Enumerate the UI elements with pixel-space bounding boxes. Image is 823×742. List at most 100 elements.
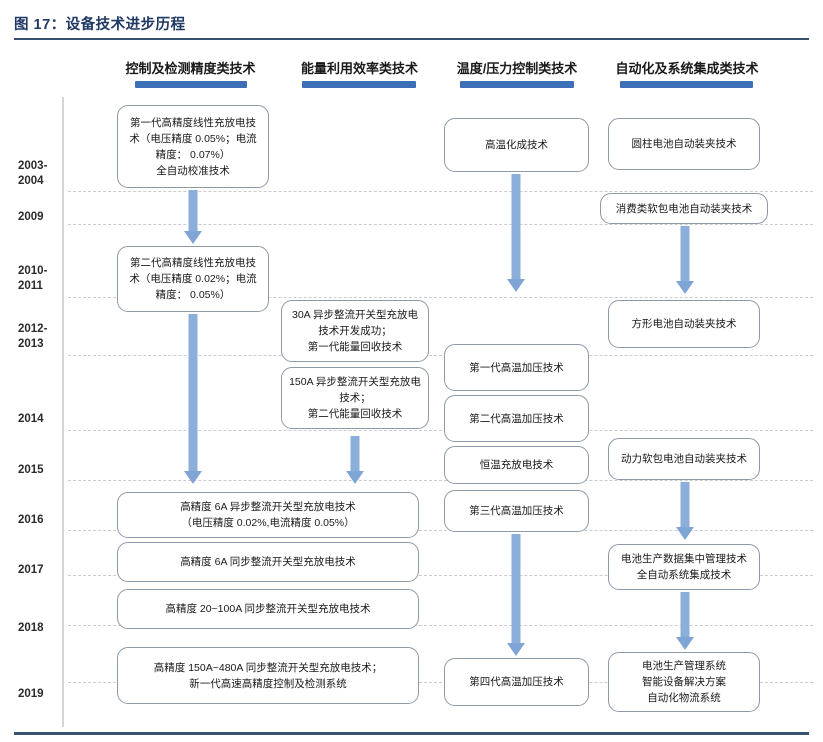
column-header-energy-efficiency: 能量利用效率类技术 [282,58,437,77]
node-line: 恒温充放电技术 [479,459,554,471]
column-header-temp-pressure: 温度/压力控制类技术 [437,58,597,77]
node-c4-prismatic-cell-auto-clamping[interactable]: 方形电池自动装夹技术 [608,300,760,348]
gridline [68,191,813,192]
node-c4-cylindrical-cell-auto-clamping[interactable]: 圆柱电池自动装夹技术 [608,118,760,170]
year-line: 2004 [18,175,44,187]
node-c1-gen2-linear-charge-discharge[interactable]: 第二代高精度线性充放电技 术（电压精度 0.02%；电流 精度： 0.05%） [117,246,269,312]
gridline [68,625,813,626]
node-line: 第二代能量回收技术 [307,408,403,420]
node-c4-consumer-pouch-cell-auto-clamping[interactable]: 消费类软包电池自动装夹技术 [600,193,768,224]
column-header-automation: 自动化及系统集成类技术 [592,58,782,77]
year-line: 2013 [18,338,44,350]
node-line: 术（电压精度 0.05%；电流 [129,132,257,145]
node-line: 第二代高精度线性充放电技 [130,257,256,269]
node-c1-6a-sync-rectifier[interactable]: 高精度 6A 同步整流开关型充放电技术 [117,542,419,582]
node-line: 第四代高温加压技术 [469,676,564,688]
year-label-2017: 2017 [18,563,62,578]
node-line: 新一代高速高精度控制及检测系统 [189,677,347,690]
node-c3-constant-temp-charge-discharge[interactable]: 恒温充放电技术 [444,446,589,484]
node-line: 电池生产数据集中管理技术 [621,553,747,565]
gridline [68,355,813,356]
year-line: 2009 [18,211,44,223]
bottom-divider [14,732,809,735]
timeline-axis [62,97,64,727]
node-c3-high-temp-formation[interactable]: 高温化成技术 [444,118,589,172]
year-label-2014: 2014 [18,412,62,427]
column-header-bar-temp-pressure [460,81,574,88]
node-line: 30A 异步整流开关型充放电 [291,309,419,321]
year-line: 2015 [18,464,44,476]
node-line: 消费类软包电池自动装夹技术 [615,202,753,215]
arrow-c2-to-column1 [346,436,364,484]
node-line: 第三代高温加压技术 [469,505,564,517]
column-header-label: 温度/压力控制类技术 [456,61,578,76]
arrow-c1-gen1-to-gen2 [184,190,202,244]
node-line: 精度： 0.07%） [155,148,231,161]
node-c1-gen1-linear-charge-discharge[interactable]: 第一代高精度线性充放电技 术（电压精度 0.05%；电流 精度： 0.07%） … [117,105,269,188]
node-c2-30a-async-energy-recovery[interactable]: 30A 异步整流开关型充放电 技术开发成功； 第一代能量回收技术 [281,300,429,362]
page-title: 图 17：设备技术进步历程 [14,17,186,33]
year-line: 2010- [18,265,48,277]
arrow-c3-formation-to-gen1-pressure [507,174,525,292]
column-header-control-precision: 控制及检测精度类技术 [108,58,273,77]
year-label-2015: 2015 [18,463,62,478]
arrow-c1-gen2-to-6a-async [184,314,202,484]
node-line: 电池生产管理系统 [642,660,726,672]
node-line: 技术开发成功； [318,325,392,337]
node-line: 高精度 20~100A 同步整流开关型充放电技术 [165,603,371,615]
node-c4-data-centralized-management[interactable]: 电池生产数据集中管理技术 全自动系统集成技术 [608,544,760,590]
gridline [68,224,813,225]
node-c3-gen1-high-temp-pressure[interactable]: 第一代高温加压技术 [444,344,589,391]
title-divider [14,38,809,40]
year-label-2019: 2019 [18,687,62,702]
node-line: 技术； [339,392,371,404]
node-line: 自动化物流系统 [647,692,721,704]
column-header-bar-control-precision [135,81,247,88]
node-c3-gen2-high-temp-pressure[interactable]: 第二代高温加压技术 [444,395,589,442]
node-line: 圆柱电池自动装夹技术 [631,138,737,150]
node-c4-battery-production-management-system[interactable]: 电池生产管理系统 智能设备解决方案 自动化物流系统 [608,652,760,712]
year-label-2018: 2018 [18,621,62,636]
node-line: 全自动系统集成技术 [636,569,732,581]
node-line: 高精度 150A~480A 同步整流开关型充放电技术； [153,661,383,674]
year-line: 2011 [18,280,43,292]
arrow-c4-data-to-production-system [676,592,694,650]
node-line: 高精度 6A 同步整流开关型充放电技术 [180,556,356,568]
column-header-bar-automation [620,81,753,88]
node-line: 第一代高精度线性充放电技 [130,116,256,129]
node-line: 第一代高温加压技术 [469,361,564,374]
node-c3-gen4-high-temp-pressure[interactable]: 第四代高温加压技术 [444,658,589,706]
node-c1-6a-async-rectifier[interactable]: 高精度 6A 异步整流开关型充放电技术 （电压精度 0.02%,电流精度 0.0… [117,492,419,538]
node-line: 第二代高温加压技术 [469,412,564,425]
column-header-label: 能量利用效率类技术 [300,61,418,76]
node-c4-power-pouch-cell-auto-clamping[interactable]: 动力软包电池自动装夹技术 [608,438,760,480]
arrow-c3-gen3-to-gen4 [507,534,525,656]
node-c3-gen3-high-temp-pressure[interactable]: 第三代高温加压技术 [444,490,589,532]
node-line: 智能设备解决方案 [642,676,726,688]
node-line: 动力软包电池自动装夹技术 [621,453,747,465]
node-line: 高精度 6A 异步整流开关型充放电技术 [180,501,356,513]
column-header-bar-energy-efficiency [302,81,416,88]
node-line: 术（电压精度 0.02%；电流 [129,273,257,285]
node-line: 第一代能量回收技术 [307,341,403,353]
technology-roadmap-diagram: 控制及检测精度类技术 能量利用效率类技术 温度/压力控制类技术 自动化及系统集成… [0,42,823,730]
year-line: 2016 [18,514,44,526]
year-label-2009: 2009 [18,210,62,225]
year-line: 2018 [18,622,44,634]
node-c1-150-480a-sync-rectifier[interactable]: 高精度 150A~480A 同步整流开关型充放电技术； 新一代高速高精度控制及检… [117,647,419,704]
node-line: 精度： 0.05%） [155,289,231,301]
year-label-2012-2013: 2012- 2013 [18,322,62,352]
column-header-label: 控制及检测精度类技术 [125,61,256,76]
node-line: 全自动校准技术 [156,164,230,177]
node-line: 150A 异步整流开关型充放电 [289,376,421,388]
year-line: 2014 [18,413,44,425]
node-c2-150a-async-energy-recovery[interactable]: 150A 异步整流开关型充放电 技术； 第二代能量回收技术 [281,367,429,429]
node-c1-20-100a-sync-rectifier[interactable]: 高精度 20~100A 同步整流开关型充放电技术 [117,589,419,629]
year-label-2003-2004: 2003- 2004 [18,159,62,189]
gridline [68,530,813,531]
arrow-c4-clamping-to-data-management [676,482,694,540]
year-line: 2017 [18,564,44,576]
year-line: 2003- [18,160,48,172]
year-label-2016: 2016 [18,513,62,528]
arrow-c4-consumer-to-prismatic [676,226,694,294]
